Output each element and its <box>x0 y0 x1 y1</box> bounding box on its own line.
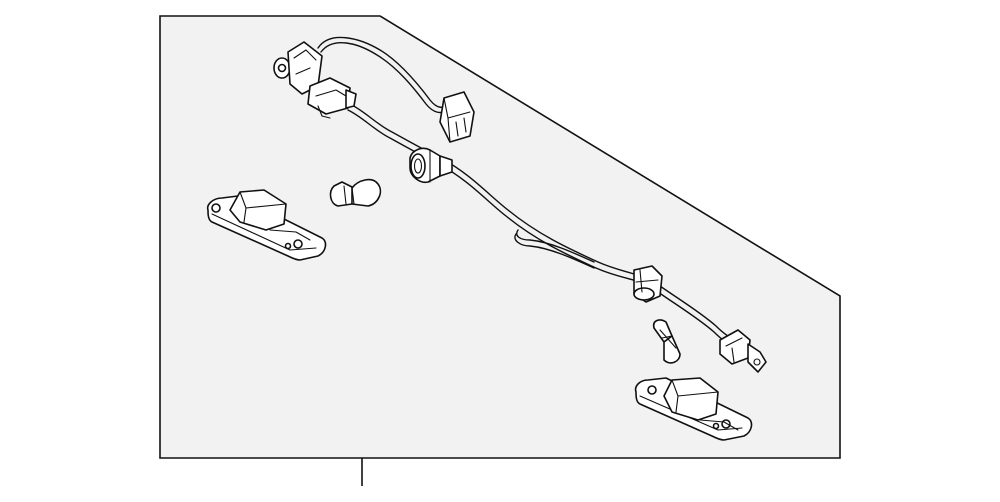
bulb-right <box>652 319 681 364</box>
bulb-socket-lower <box>633 265 663 303</box>
bulb-socket-upper <box>409 147 453 184</box>
harness-connector-plug <box>439 91 475 143</box>
bulb-left <box>329 178 382 207</box>
harness-connector-lower <box>719 329 767 373</box>
license-lamp-left <box>206 189 327 261</box>
harness-connector-main <box>273 41 357 119</box>
license-lamp-right <box>634 377 753 441</box>
